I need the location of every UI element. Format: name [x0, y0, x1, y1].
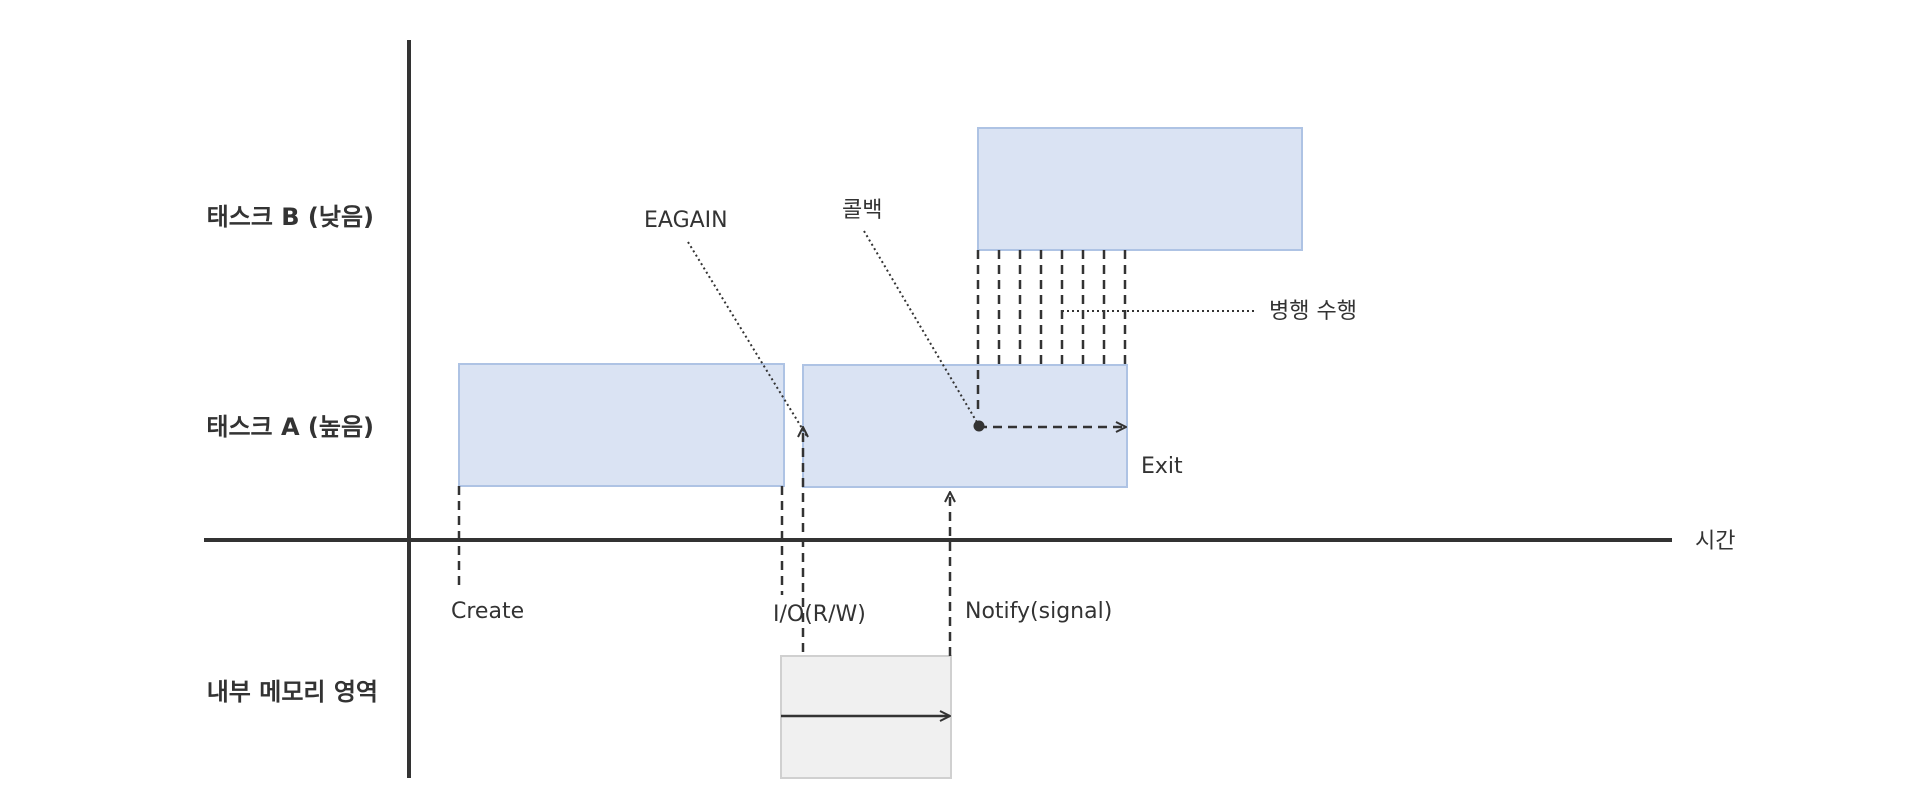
- parallel-dashed-lines: [976, 250, 1127, 415]
- row-label-task-a: 태스크 A (높음): [206, 413, 374, 441]
- eagain-label: EAGAIN: [644, 208, 728, 233]
- callback-leader: [863, 230, 979, 425]
- io-label: I/O(R/W): [773, 602, 866, 627]
- task-a-box-2: [802, 364, 1128, 488]
- eagain-leader: [687, 241, 809, 439]
- task-b-box: [977, 127, 1303, 251]
- notify-label: Notify(signal): [965, 599, 1112, 624]
- row-label-task-b: 태스크 B (낮음): [207, 203, 374, 231]
- parallel-label: 병행 수행: [1269, 299, 1357, 324]
- task-a-box-1: [458, 363, 785, 487]
- callback-label: 콜백: [842, 198, 882, 223]
- exit-label: Exit: [1141, 454, 1183, 479]
- row-label-memory: 내부 메모리 영역: [207, 678, 378, 706]
- time-axis-label: 시간: [1695, 529, 1735, 554]
- create-label: Create: [451, 599, 524, 624]
- callback-dot: [973, 420, 985, 432]
